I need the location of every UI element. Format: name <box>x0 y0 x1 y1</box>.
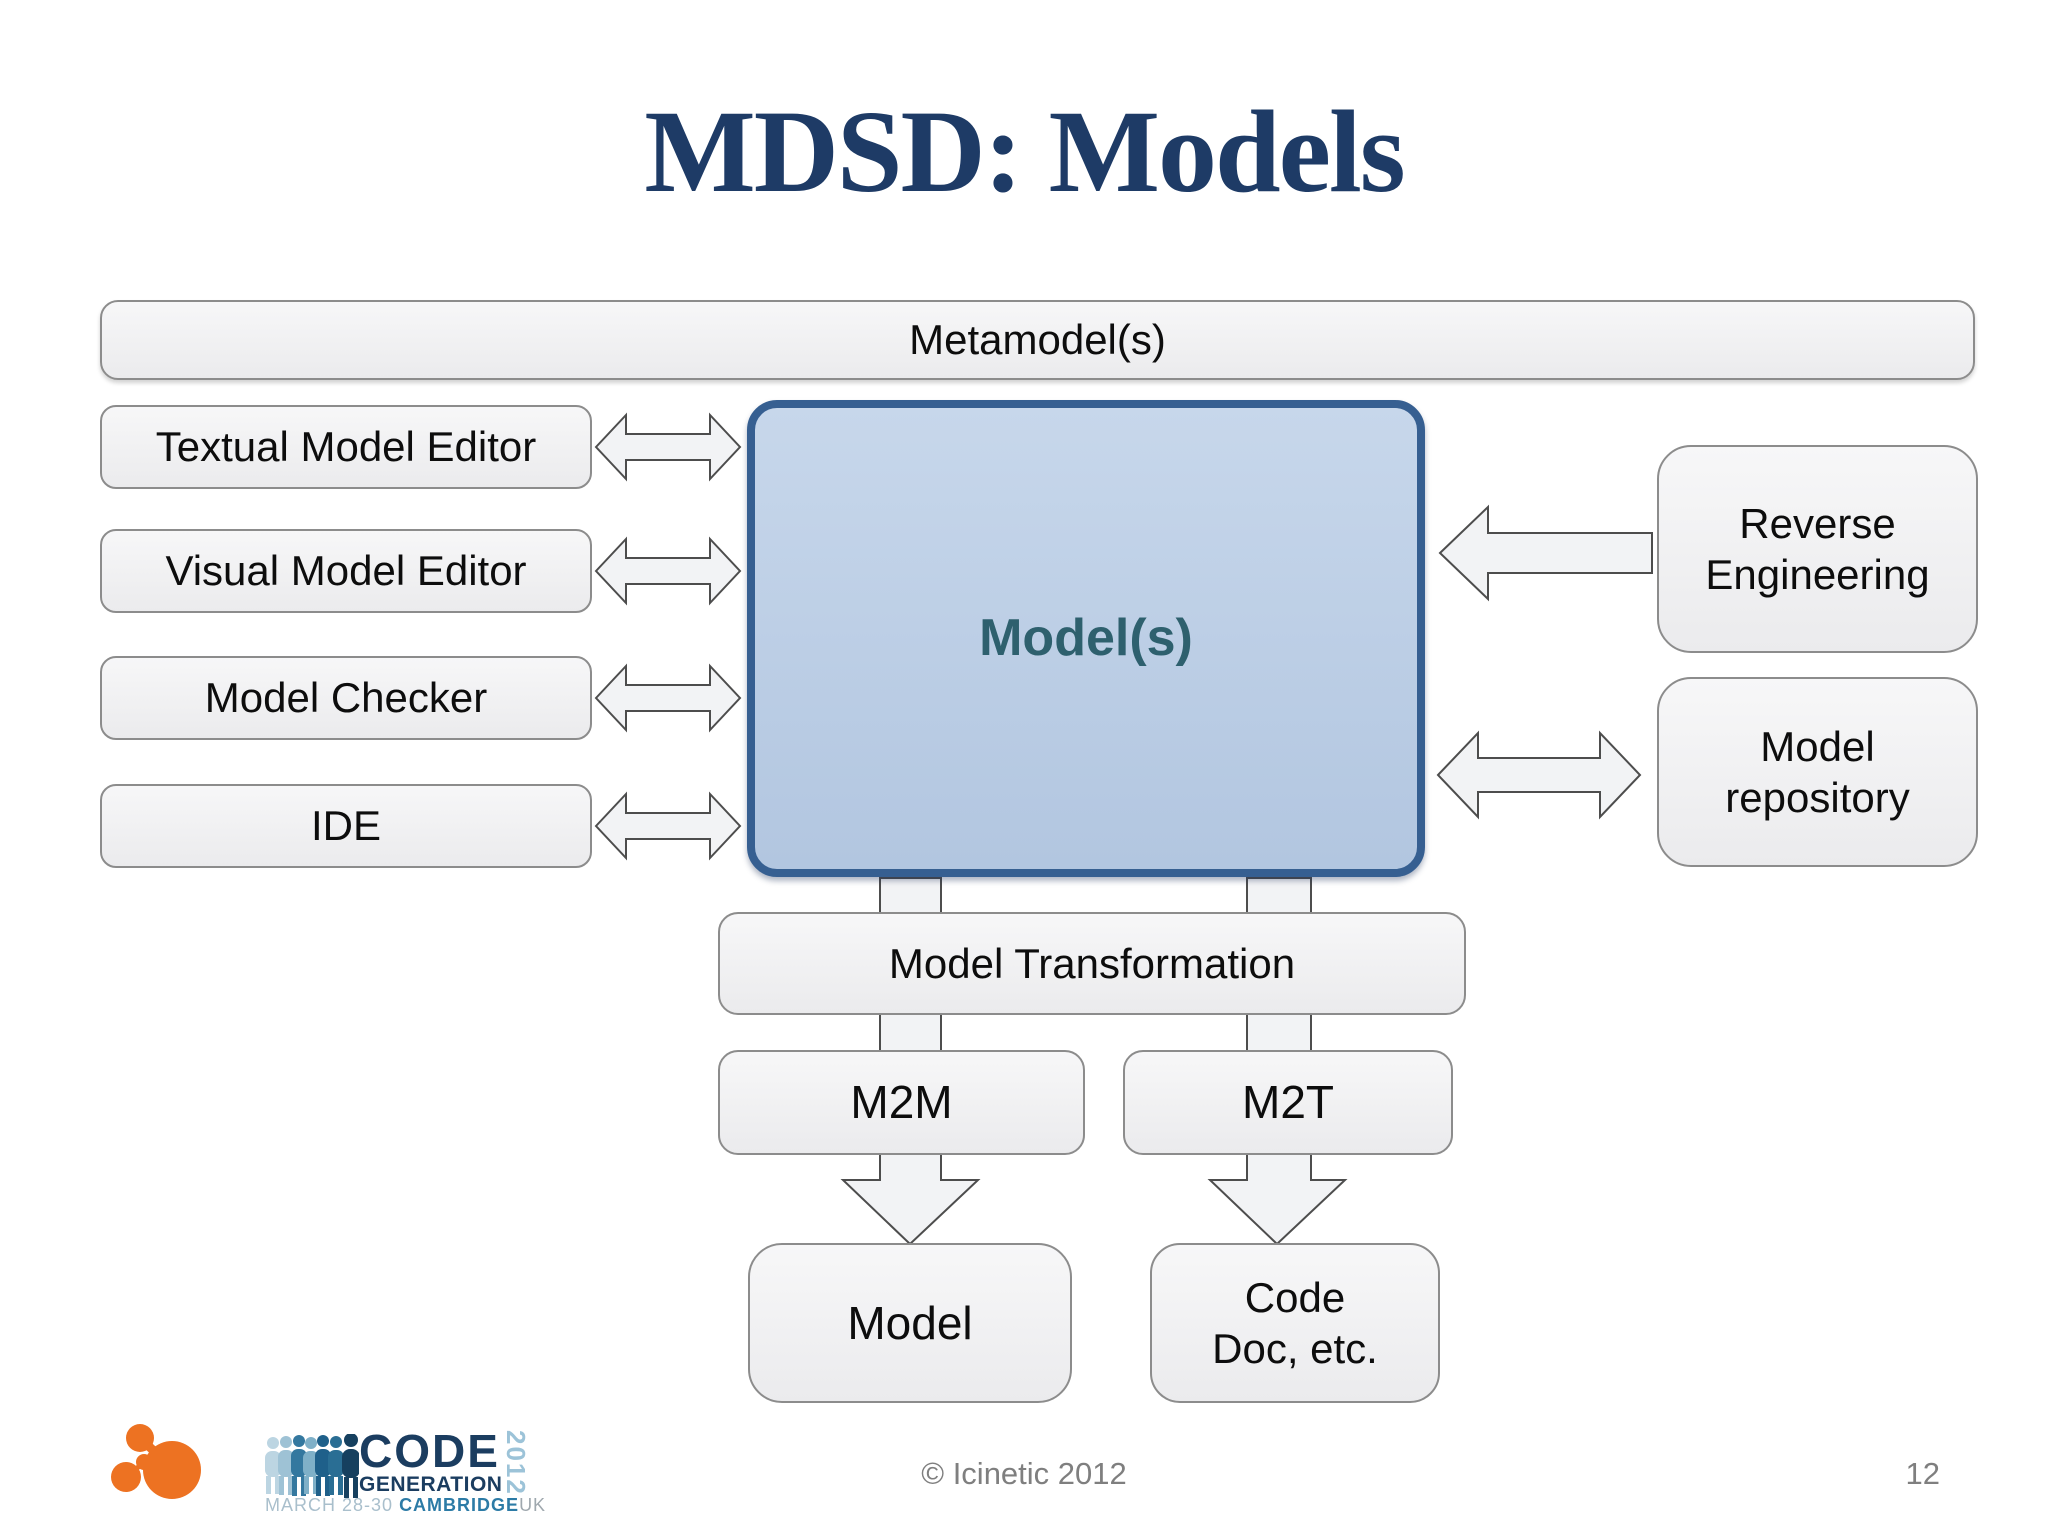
m2m-box: M2M <box>718 1050 1085 1155</box>
codegen-code-text: CODE <box>359 1425 500 1477</box>
code-output-line1: Code <box>1244 1273 1346 1321</box>
codegen-generation-text: GENERATION <box>359 1473 503 1496</box>
models-label: Model(s) <box>979 608 1193 667</box>
m2m-label: M2M <box>850 1076 953 1129</box>
connector-models-transformation-left <box>879 877 942 915</box>
connector-models-transformation-right <box>1246 877 1312 915</box>
models-box: Model(s) <box>747 400 1425 877</box>
codegen-dates-text: MARCH 28-30 <box>265 1495 394 1515</box>
codegen-country-text: UK <box>519 1495 547 1515</box>
model-output-box: Model <box>748 1243 1072 1403</box>
tool-label: IDE <box>310 802 381 850</box>
tool-box-ide: IDE <box>100 784 592 868</box>
molecule-left-node <box>111 1462 141 1492</box>
model-repository-line2: repository <box>1725 774 1910 821</box>
codegen-city-text: CAMBRIDGE <box>399 1495 520 1515</box>
codegen-year-text: 2012 <box>501 1430 531 1496</box>
person-silhouette <box>265 1434 359 1498</box>
model-transformation-label: Model Transformation <box>888 939 1296 987</box>
tool-label: Model Checker <box>204 674 488 722</box>
metamodel-label: Metamodel(s) <box>909 316 1166 364</box>
reverse-engineering-line1: Reverse <box>1739 499 1896 547</box>
arrow-m2t-to-code <box>1207 1153 1348 1246</box>
model-repository-box: Model repository <box>1657 677 1978 867</box>
model-transformation-box: Model Transformation <box>718 912 1466 1015</box>
model-output-label: Model <box>847 1296 973 1349</box>
page-number: 12 <box>1905 1456 1940 1491</box>
molecule-small-node <box>136 1454 152 1470</box>
arrow-model-checker-models <box>594 663 742 733</box>
tool-box-model-checker: Model Checker <box>100 656 592 740</box>
codegen-logo: CODE GENERATION 2012 MARCH 28-30 CAMBRID… <box>265 1425 545 1516</box>
footer-copyright: © Icinetic 2012 <box>921 1456 1127 1491</box>
tool-box-textual-model-editor: Textual Model Editor <box>100 405 592 489</box>
molecule-top-node <box>126 1424 154 1452</box>
icinetic-logo <box>111 1424 201 1499</box>
arrow-ide-models <box>594 791 742 861</box>
molecule-large-node <box>143 1441 201 1499</box>
arrow-models-repository <box>1436 730 1642 820</box>
connector-transformation-m2t <box>1246 1013 1312 1053</box>
connector-transformation-m2m <box>879 1013 942 1053</box>
reverse-engineering-line2: Engineering <box>1705 551 1930 598</box>
code-output-box: Code Doc, etc. <box>1150 1243 1440 1403</box>
arrow-reverse-engineering-to-models <box>1438 504 1653 602</box>
tool-box-visual-model-editor: Visual Model Editor <box>100 529 592 613</box>
metamodel-box: Metamodel(s) <box>100 300 1975 380</box>
tool-label: Textual Model Editor <box>155 423 537 471</box>
code-output-line2: Doc, etc. <box>1212 1325 1378 1372</box>
codegen-people-silhouettes <box>265 1434 359 1498</box>
tool-label: Visual Model Editor <box>165 547 527 595</box>
model-repository-line1: Model <box>1760 722 1875 770</box>
m2t-label: M2T <box>1242 1076 1334 1129</box>
arrow-m2m-to-model <box>840 1153 981 1246</box>
reverse-engineering-box: Reverse Engineering <box>1657 445 1978 653</box>
arrow-visual-editor-models <box>594 536 742 606</box>
slide-title: MDSD: Models <box>644 86 1405 217</box>
arrow-textual-editor-models <box>594 412 742 482</box>
m2t-box: M2T <box>1123 1050 1453 1155</box>
